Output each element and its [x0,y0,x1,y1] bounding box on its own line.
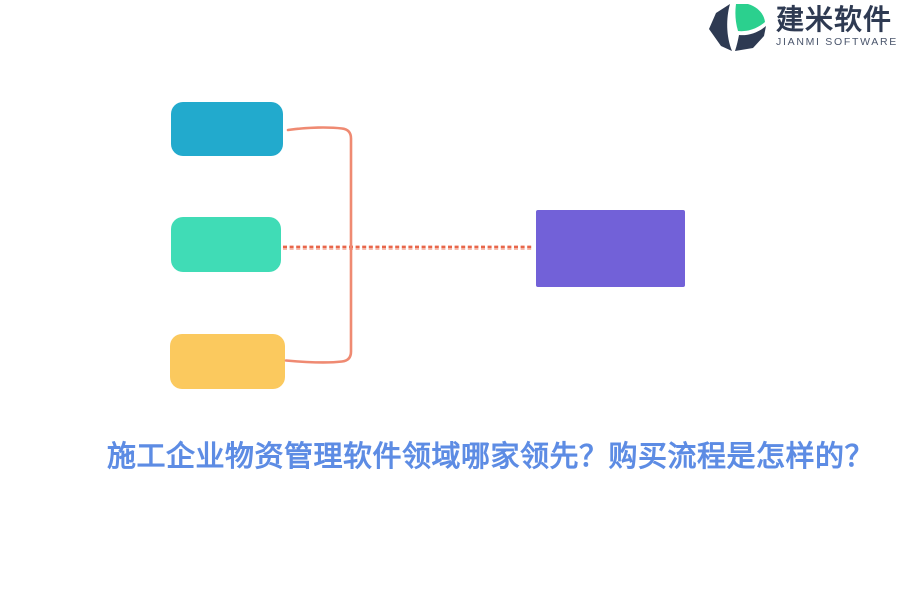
logo-text: 建米软件 JIANMI SOFTWARE [776,3,898,49]
logo-subtitle: JIANMI SOFTWARE [776,36,898,49]
bracket-connector-path [284,126,353,364]
logo-hexagon-left [709,4,733,51]
jianmi-logo-icon [709,4,767,51]
diagram-connectors [283,126,533,364]
page-heading: 施工企业物资管理软件领域哪家领先？购买流程是怎样的？ [107,441,875,473]
logo-hexagon-bottom-right [735,26,767,51]
logo-leaf-green [735,4,766,32]
diagram-node-top [171,102,283,156]
logo: 建米软件 JIANMI SOFTWARE [707,2,898,51]
diagram-node-result [536,210,685,287]
diagram-node-bottom [170,334,285,389]
diagram-node-middle [171,217,281,272]
logo-name: 建米软件 [776,3,893,35]
